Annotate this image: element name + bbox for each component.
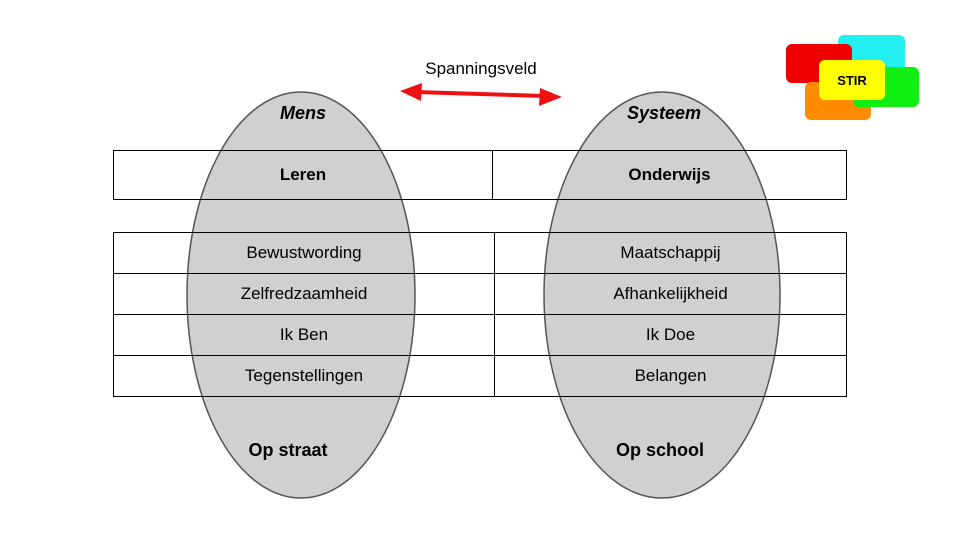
- onderwijs-cell: Onderwijs: [492, 150, 847, 200]
- left-cell: Bewustwording: [113, 232, 495, 274]
- table-row: Leren Onderwijs: [113, 150, 847, 200]
- left-cell: Tegenstellingen: [113, 355, 495, 397]
- op-straat-label: Op straat: [248, 440, 328, 460]
- spanningsveld-label: Spanningsveld: [425, 59, 537, 78]
- left-cell: Zelfredzaamheid: [113, 273, 495, 315]
- right-cell: Maatschappij: [494, 232, 847, 274]
- logo-stir-text: STIR: [819, 60, 885, 100]
- systeem-title: Systeem: [626, 103, 702, 123]
- leren-cell: Leren: [113, 150, 493, 200]
- right-cell: Belangen: [494, 355, 847, 397]
- mens-title: Mens: [279, 103, 326, 123]
- op-school-label: Op school: [615, 440, 704, 460]
- right-cell: Ik Doe: [494, 314, 847, 356]
- double-arrow-icon: [400, 83, 562, 106]
- right-cell: Afhankelijkheid: [494, 273, 847, 315]
- left-cell: Ik Ben: [113, 314, 495, 356]
- header-table: Leren Onderwijs: [113, 150, 847, 200]
